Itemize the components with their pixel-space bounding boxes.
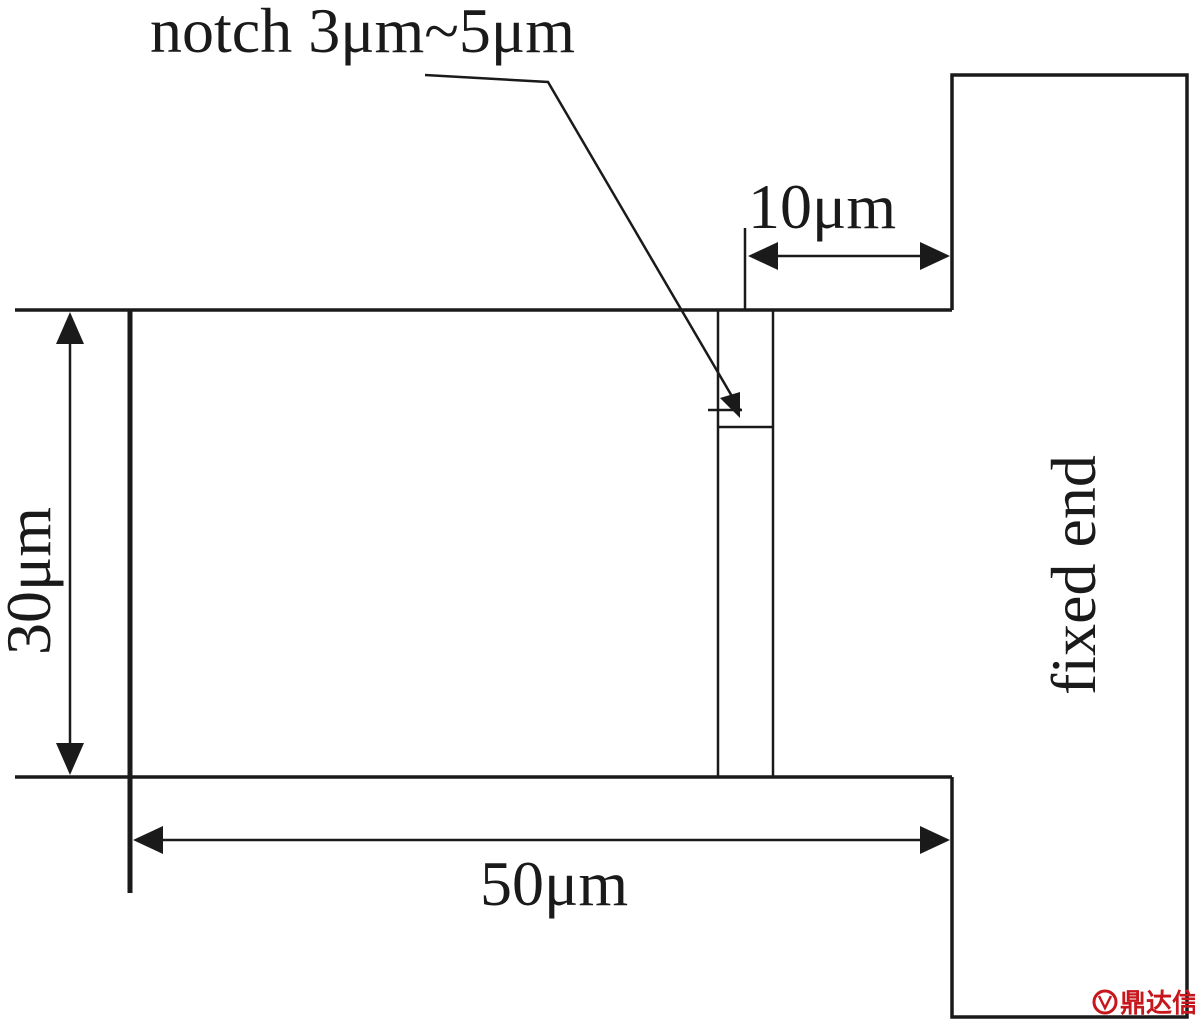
height-arrowhead-bottom [56, 743, 84, 775]
watermark-logo: 鼎达信 [1092, 989, 1195, 1019]
watermark-logo-mark [1097, 995, 1113, 1011]
length-arrowhead-right [920, 826, 950, 854]
fixed-end-block [950, 73, 1189, 1019]
width-label: 10μm [748, 171, 896, 242]
notch-leader-arrowhead [720, 392, 740, 418]
length-arrowhead-left [133, 826, 163, 854]
notch-label: notch 3μm~5μm [150, 0, 575, 66]
notch-leader-line [424, 73, 742, 411]
length-label: 50μm [480, 848, 628, 919]
watermark-text: 鼎达信 [1120, 989, 1195, 1019]
fixed-end-label: fixed end [1038, 455, 1109, 695]
width-arrowhead-left [748, 242, 778, 270]
height-arrowhead-top [56, 312, 84, 344]
width-arrowhead-right [920, 242, 950, 270]
height-label: 30μm [0, 507, 64, 655]
watermark-logo-icon [1092, 989, 1118, 1015]
